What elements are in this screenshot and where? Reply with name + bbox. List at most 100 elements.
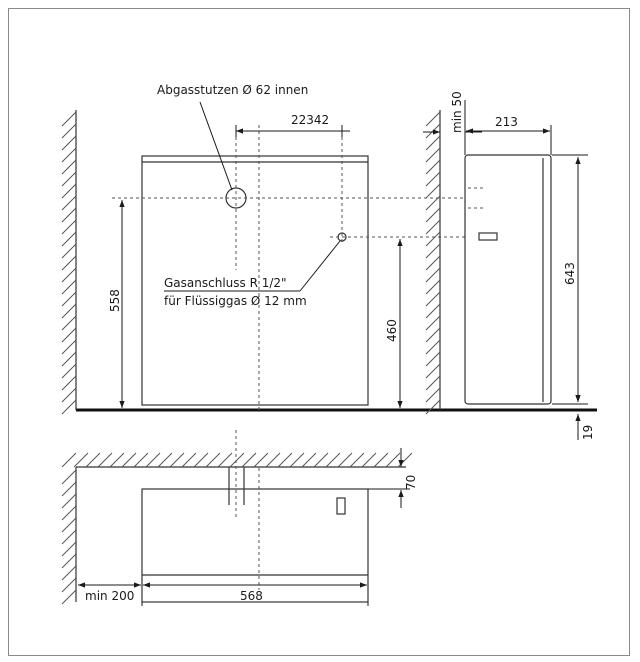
dim-side-width: 213 [495,115,518,129]
hatch-stroke [425,111,441,127]
hatch-stroke [385,452,401,468]
hatch-stroke [425,231,441,247]
left-wall-hatching [61,110,77,415]
hatch-stroke [61,577,77,593]
dim-flue-offset: 22342 [291,113,329,127]
hatch-stroke [425,219,441,235]
hatch-stroke [241,452,257,468]
hatch-stroke [425,375,441,391]
hatch-stroke [425,267,441,283]
hatch-stroke [61,231,77,247]
hatch-stroke [425,351,441,367]
dim-bottom-gap: 19 [581,425,595,440]
hatch-stroke [313,452,329,468]
hatch-stroke [325,452,341,468]
hatch-stroke [85,452,101,468]
hatch-stroke [61,452,77,468]
hatch-stroke [169,452,185,468]
hatch-stroke [205,452,221,468]
hatch-stroke [61,399,77,415]
hatch-stroke [61,529,77,545]
hatch-stroke [61,375,77,391]
hatch-stroke [425,171,441,187]
boiler-side-view [464,154,552,405]
hatch-stroke [61,207,77,223]
hatch-stroke [109,452,125,468]
gas-label-line1: Gasanschluss R 1/2" [164,276,287,290]
hatch-stroke [425,387,441,403]
hatch-stroke [277,452,293,468]
hatch-stroke [425,327,441,343]
hatch-stroke [425,363,441,379]
dim-total-height: 643 [563,262,577,285]
hatch-stroke [61,183,77,199]
left-wall-plan-hatching [61,467,77,605]
dim-gas-height: 460 [385,319,399,342]
hatch-stroke [425,243,441,259]
hatch-stroke [97,452,113,468]
hatch-stroke [61,493,77,509]
hatch-stroke [61,553,77,569]
hatch-stroke [61,123,77,139]
dim-left-clearance: min 200 [85,589,134,603]
hatch-stroke [61,517,77,533]
hatch-stroke [397,452,413,468]
hatch-stroke [425,147,441,163]
hatch-stroke [61,339,77,355]
hatch-stroke [61,327,77,343]
hatch-stroke [181,452,197,468]
hatch-stroke [373,452,389,468]
hatch-stroke [61,147,77,163]
hatch-stroke [349,452,365,468]
hatch-stroke [145,452,161,468]
hatch-stroke [425,291,441,307]
hatch-stroke [425,315,441,331]
hatch-stroke [61,481,77,497]
hatch-stroke [425,135,441,151]
hatch-stroke [425,339,441,355]
hatch-stroke [265,452,281,468]
gas-valve-side [478,232,498,241]
hatch-stroke [61,267,77,283]
hatch-stroke [61,255,77,271]
hatch-stroke [301,452,317,468]
hatch-stroke [425,279,441,295]
hatch-stroke [61,363,77,379]
hatch-stroke [61,195,77,211]
hatch-stroke [217,452,233,468]
hatch-stroke [229,452,245,468]
hatch-stroke [61,171,77,187]
hatch-stroke [61,541,77,557]
hatch-stroke [61,303,77,319]
hatch-stroke [61,351,77,367]
hatch-stroke [425,255,441,271]
hatch-stroke [337,452,353,468]
right-wall-hatching [425,110,441,415]
hatch-stroke [61,135,77,151]
hatch-stroke [61,243,77,259]
ceiling-hatching [61,452,413,468]
hatch-stroke [157,452,173,468]
hatch-stroke [121,452,137,468]
boiler-plan-view [141,467,369,603]
hatch-stroke [253,452,269,468]
hatch-stroke [425,195,441,211]
hatch-stroke [61,589,77,605]
dim-top-clearance: 70 [404,475,418,490]
hatch-stroke [61,387,77,403]
hatch-stroke [425,123,441,139]
dim-wall-clearance: min 50 [450,91,464,133]
hatch-stroke [73,452,89,468]
hatch-stroke [61,111,77,127]
hatch-stroke [61,469,77,485]
hatch-stroke [289,452,305,468]
gas-valve-plan [336,497,346,515]
hatch-stroke [61,159,77,175]
hatch-stroke [61,315,77,331]
hatch-stroke [61,279,77,295]
hatch-stroke [61,565,77,581]
hatch-stroke [61,505,77,521]
hatch-stroke [425,159,441,175]
hatch-stroke [61,219,77,235]
